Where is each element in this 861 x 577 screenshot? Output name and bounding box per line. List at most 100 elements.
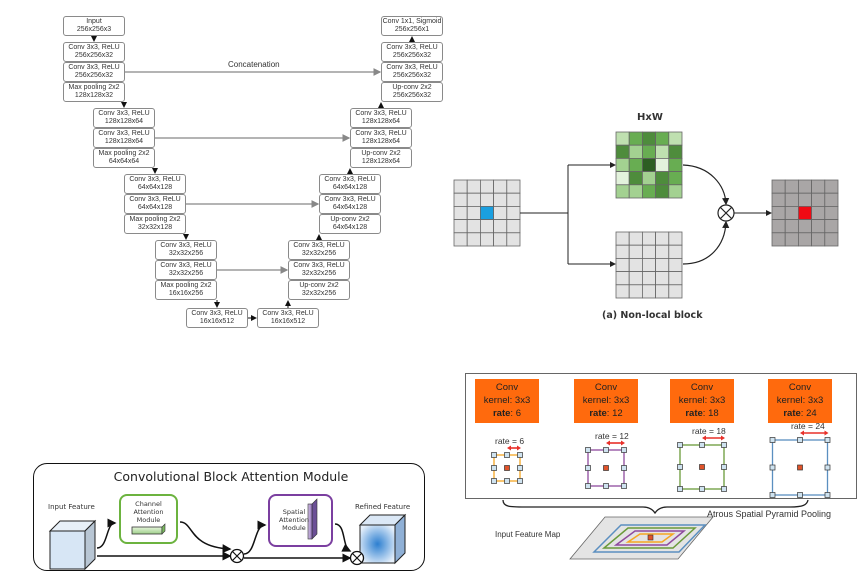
grid-cell <box>628 284 643 299</box>
grid-cell <box>824 179 839 194</box>
tap-pixel <box>677 486 683 492</box>
rate-dimension-label: rate = 18 <box>692 426 726 436</box>
tap-pixel <box>491 452 497 458</box>
nonlocal-caption: (a) Non-local block <box>602 310 703 321</box>
tap-pixel <box>797 437 803 443</box>
grid-cell <box>628 131 643 146</box>
grid-cell <box>506 232 521 247</box>
block-shape: 128x128x64 <box>104 118 144 125</box>
block-op: Conv 3x3, ReLU <box>68 64 120 71</box>
grid-cell <box>771 192 786 207</box>
block-op: Conv 3x3, ReLU <box>293 242 345 249</box>
cbam-frame <box>33 463 425 571</box>
block-op: Conv 3x3, ReLU <box>68 44 120 51</box>
block-shape: 64x64x128 <box>137 204 173 211</box>
grid-cell <box>668 231 683 246</box>
tap-pixel <box>699 442 705 448</box>
block-op: Max pooling 2x2 <box>129 216 181 223</box>
tap-pixel <box>769 464 776 471</box>
tap-pixel <box>491 465 497 471</box>
grid-cell <box>641 231 656 246</box>
grid-cell <box>480 219 495 234</box>
grid-cell <box>655 284 670 299</box>
multiply-cross-1 <box>232 551 242 561</box>
grid-cell <box>453 232 468 247</box>
grid-cell <box>628 271 643 286</box>
grid-cell <box>466 192 481 207</box>
grid-cell <box>615 244 630 259</box>
tap-pixel <box>504 452 510 458</box>
grid-cell <box>615 284 630 299</box>
block-op: Conv 3x3, ReLU <box>324 196 376 203</box>
block-shape: 32x32x256 <box>301 290 337 297</box>
grid-cell <box>824 219 839 234</box>
curve-attention <box>682 164 730 206</box>
block-shape: 64x64x128 <box>332 184 368 191</box>
grid-cell <box>493 232 508 247</box>
tap-pixel <box>699 486 705 492</box>
rate-dimension-label: rate = 24 <box>791 421 825 431</box>
refined-feature-label: Refined Feature <box>355 503 411 511</box>
grid-cell <box>655 184 670 199</box>
block-op: Conv 3x3, ReLU <box>355 130 407 137</box>
block-op: Up-conv 2x2 <box>330 216 370 223</box>
grid-cell <box>615 257 630 272</box>
grid-cell <box>466 219 481 234</box>
concatenation-label: Concatenation <box>228 60 280 69</box>
block-op: Max pooling 2x2 <box>68 84 120 91</box>
cbam-svg <box>48 498 407 571</box>
block-op: Conv 3x3, ReLU <box>129 176 181 183</box>
grid-cell <box>466 179 481 194</box>
grid-cell <box>493 206 508 221</box>
channel-bar-side <box>161 523 166 535</box>
grid-cell <box>797 232 812 247</box>
tap-pixel <box>721 442 727 448</box>
grid-cell <box>628 144 643 159</box>
rate-value: rate: 24 <box>783 408 817 419</box>
block-op: Max pooling 2x2 <box>98 150 150 157</box>
block-shape: 32x32x256 <box>301 250 337 257</box>
block-op: Up-conv 2x2 <box>392 84 432 91</box>
grid-cell <box>655 171 670 186</box>
rate-value: rate: 18 <box>685 408 719 419</box>
grid-cell <box>668 244 683 259</box>
grid-cell <box>453 179 468 194</box>
rate-arrowheads <box>606 440 625 446</box>
curve-value <box>682 220 730 265</box>
aspp-frame <box>465 373 857 499</box>
grid-cell <box>811 232 826 247</box>
block-op: Conv 3x3, ReLU <box>129 196 181 203</box>
grid-cell <box>641 184 656 199</box>
center-pixel <box>699 464 705 470</box>
rate-dimension-label: rate = 12 <box>595 431 629 441</box>
tap-pixel <box>824 492 831 498</box>
hxw-label: HxW <box>637 112 663 123</box>
grid-cell <box>453 206 468 221</box>
channel-label-3: Module <box>136 516 161 524</box>
grid-cell <box>641 171 656 186</box>
block-shape: 128x128x64 <box>361 158 401 165</box>
tap-pixel <box>491 478 497 484</box>
conv-label: Conv <box>788 382 812 393</box>
tap-pixel <box>769 437 776 443</box>
block-op: Up-conv 2x2 <box>361 150 401 157</box>
grid-cell <box>824 232 839 247</box>
nonlocal-block-diagram: HxW (a) Non-local block <box>440 100 861 340</box>
kernel-label: kernel: 3x3 <box>678 395 726 406</box>
rate-value: rate: 6 <box>492 408 521 419</box>
